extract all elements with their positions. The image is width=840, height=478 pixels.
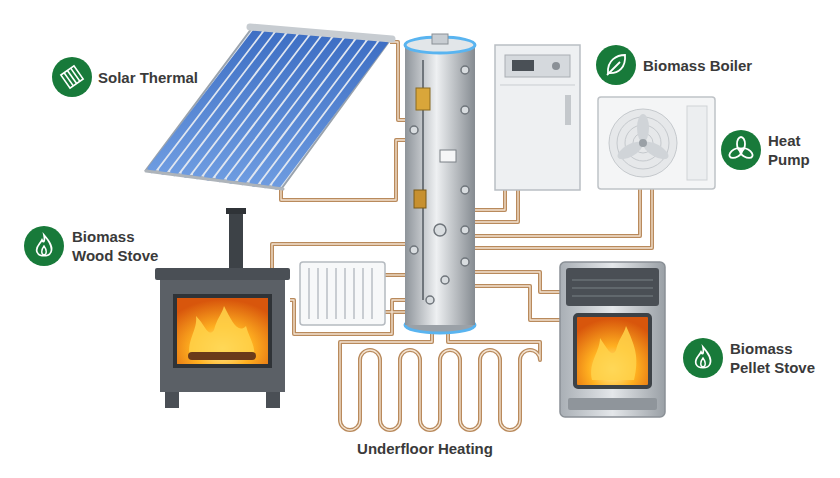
pellet-stove-part-part: [572, 295, 653, 297]
wood-stove-part: [165, 392, 179, 408]
wood-stove-part: [226, 208, 246, 214]
pellet-stove-part-part: [572, 279, 653, 281]
radiator-part-part: [371, 268, 373, 319]
solar-panel-part: [152, 31, 385, 186]
wood-stove-part: [155, 268, 290, 280]
pellet-stove-part-part: [572, 287, 653, 289]
solar-panel: [146, 27, 392, 189]
fan-icon-part: [728, 137, 755, 160]
heat-pump-unit-part: [615, 114, 671, 163]
radiator-part: [309, 268, 372, 319]
hot-water-cylinder-part-part: [461, 106, 469, 114]
solar-panel-part-part: [265, 41, 373, 185]
wood-stove-part: [266, 392, 280, 408]
flame-icon-part: [696, 347, 711, 368]
boiler-unit-part: [495, 45, 580, 190]
flame-icon-part: [24, 226, 64, 266]
radiator-part-part: [308, 268, 310, 319]
pellet-stove: [560, 262, 665, 417]
boiler-unit-part: [505, 55, 570, 77]
solar-icon: [52, 57, 92, 97]
radiator-part-part: [353, 268, 355, 319]
solar-icon-part-part: [64, 73, 73, 86]
solar-panel-part: [250, 27, 392, 39]
boiler-unit: [495, 45, 580, 190]
fan-icon-part: [721, 130, 761, 170]
hot-water-cylinder-part-part: [410, 246, 418, 254]
hot-water-cylinder-part-part: [410, 126, 418, 134]
wood-stove: [155, 208, 290, 408]
flame-icon-part: [37, 235, 52, 256]
solar-icon-part-part: [61, 66, 83, 88]
hot-water-cylinder: [405, 34, 475, 333]
boiler-unit-part: [565, 95, 571, 125]
radiator: [300, 262, 385, 325]
heat-pump-unit: [598, 97, 715, 189]
hot-water-cylinder-part-part: [461, 186, 469, 194]
radiator-part-part: [326, 268, 328, 319]
hot-water-cylinder-part-part: [441, 276, 449, 284]
hot-water-cylinder-part: [405, 45, 475, 325]
solar-icon-part-part: [71, 68, 80, 81]
solar-icon-part: [52, 57, 92, 97]
device-label: Solar Thermal: [98, 68, 198, 87]
pellet-stove-part: [560, 262, 665, 417]
fan-icon: [721, 130, 761, 170]
boiler-unit-part: [500, 85, 575, 86]
pellet-stove-part: [566, 268, 659, 306]
pellet-stove-part: [568, 398, 657, 410]
hot-water-cylinder-part: [410, 66, 469, 304]
solar-panel-part: [146, 171, 283, 189]
leaf-icon-part: [607, 62, 620, 75]
leaf-icon-part: [596, 45, 636, 85]
wood-stove-part: [160, 280, 285, 392]
heat-pump-unit-part: [598, 97, 715, 189]
wood-stove-part: [175, 296, 270, 366]
hot-water-cylinder-part: [416, 88, 430, 110]
device-label: Biomass Wood Stove: [72, 227, 168, 265]
device-label: Biomass Pellet Stove: [730, 339, 830, 377]
flame-icon-part: [683, 338, 723, 378]
heat-pump-unit-part-part: [637, 114, 649, 142]
solar-icon-part-part: [67, 70, 76, 83]
hot-water-cylinder-part: [432, 34, 448, 44]
flame-icon-part: [701, 358, 706, 367]
boiler-unit-part: [552, 62, 560, 70]
hot-water-cylinder-part-part: [426, 296, 434, 304]
solar-panel-part-part: [254, 40, 362, 183]
radiator-part-part: [344, 268, 346, 319]
device-label: Heat Pump: [768, 131, 820, 169]
hot-water-cylinder-part-part: [461, 258, 469, 266]
hot-water-cylinder-part: [440, 150, 456, 162]
hot-water-cylinder-part-part: [461, 66, 469, 74]
solar-panel-part-part: [276, 42, 384, 186]
radiator-part: [300, 262, 385, 325]
flame-icon: [683, 338, 723, 378]
system-label: Underfloor Heating: [357, 439, 493, 458]
solar-icon-part: [61, 66, 83, 88]
hot-water-cylinder-part-part: [461, 226, 469, 234]
wood-stove-part: [189, 306, 254, 358]
boiler-unit-part: [512, 60, 534, 71]
fan-icon-part-part: [728, 146, 744, 160]
flame-icon-part: [42, 246, 47, 255]
wood-stove-part: [229, 210, 243, 270]
pellet-stove-part: [572, 280, 653, 296]
leaf-icon: [596, 45, 636, 85]
radiator-part-part: [317, 268, 319, 319]
heat-pump-unit-part: [639, 139, 647, 147]
pellet-stove-part: [575, 315, 650, 387]
pellet-stove-part: [591, 326, 636, 380]
device-label: Biomass Boiler: [643, 56, 752, 75]
wood-stove-part: [188, 352, 256, 360]
heat-pump-unit-part: [609, 109, 677, 177]
radiator-part-part: [362, 268, 364, 319]
hot-water-cylinder-part-part: [434, 224, 446, 236]
solar-panel-part: [146, 28, 390, 188]
flame-icon: [24, 226, 64, 266]
radiator-part-part: [335, 268, 337, 319]
heat-pump-unit-part: [687, 106, 707, 180]
hot-water-cylinder-part: [414, 190, 426, 208]
